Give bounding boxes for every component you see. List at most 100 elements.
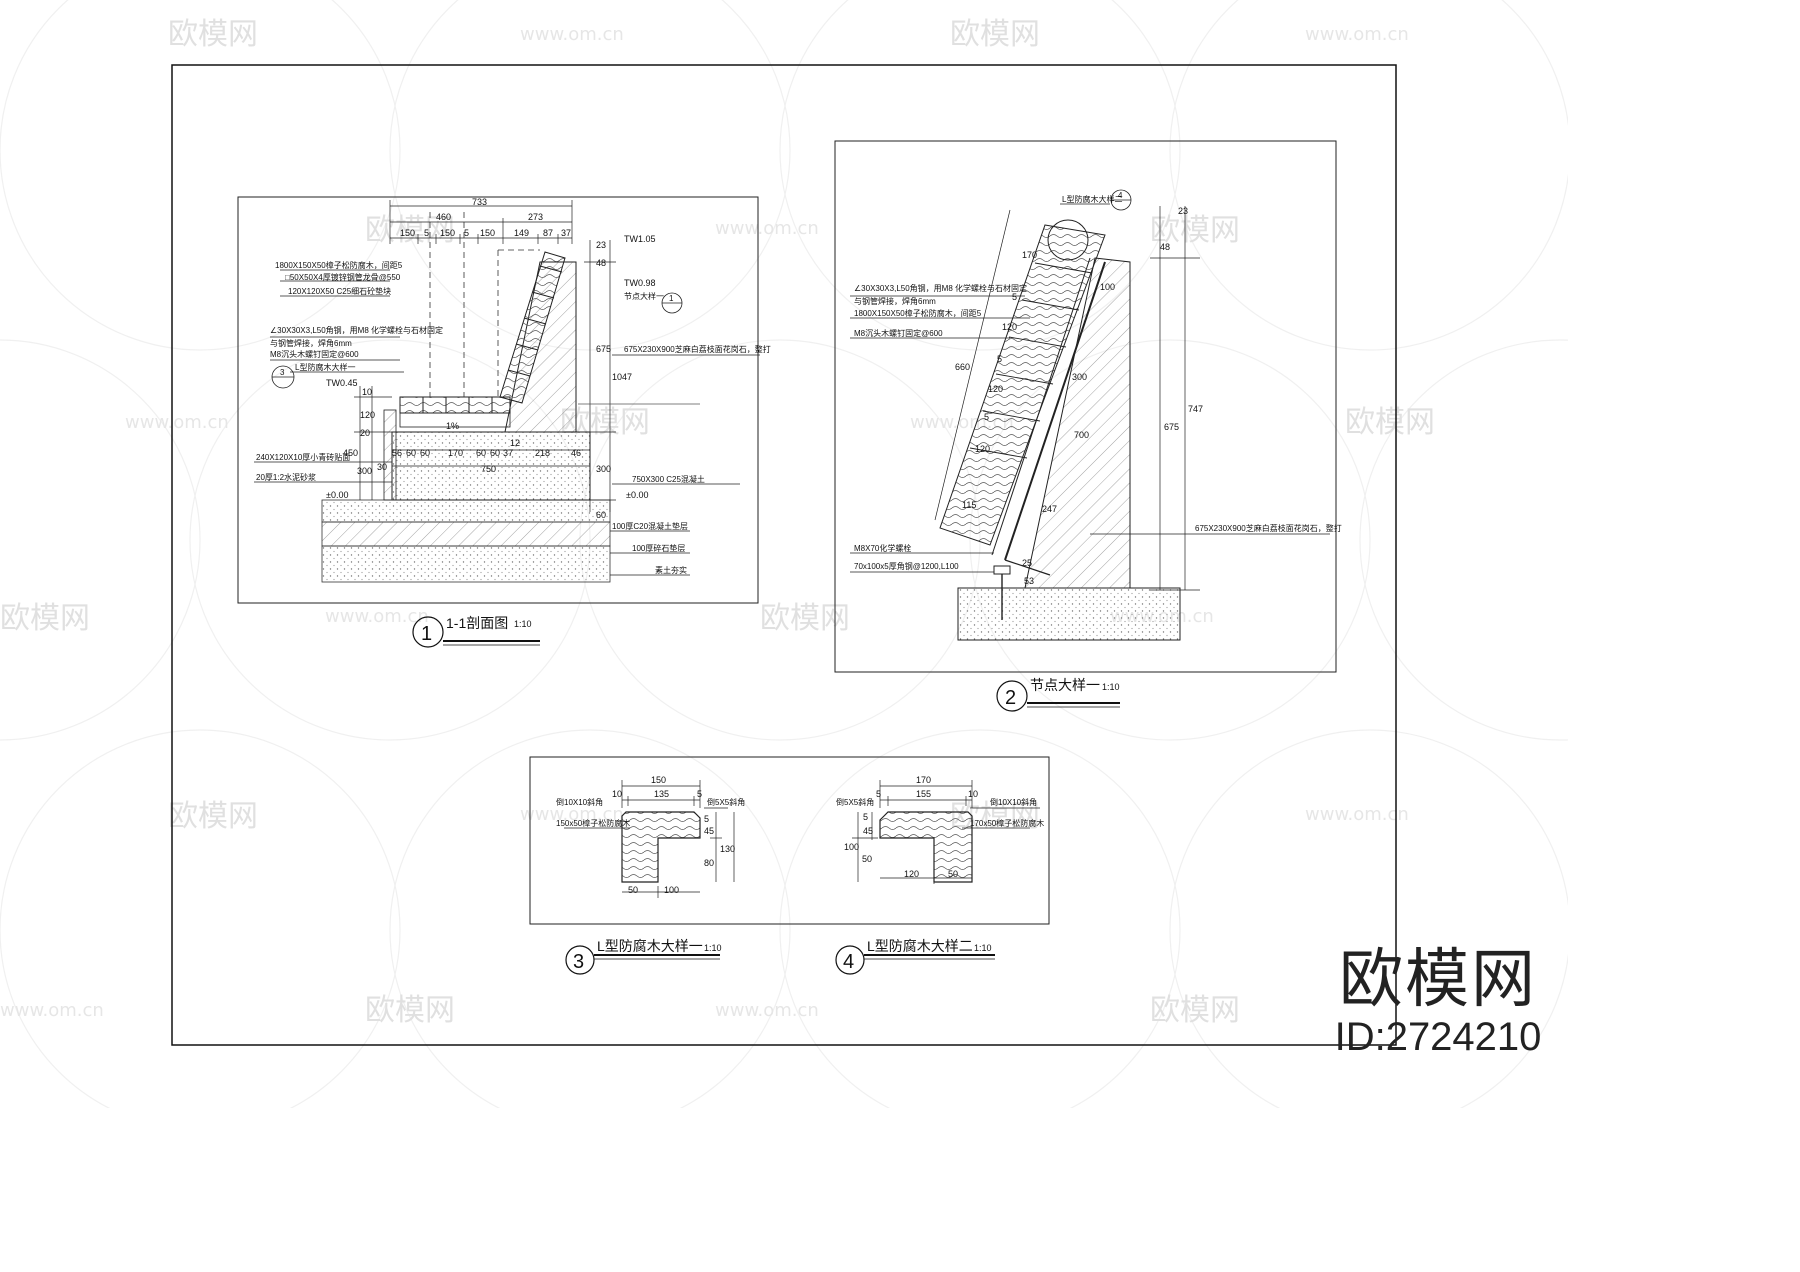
dim-label: 12 <box>510 438 520 448</box>
note-label: 240X120X10厚小青砖贴面 <box>256 452 350 462</box>
dim-label: 5 <box>863 812 868 822</box>
watermark-logo: 欧模网 <box>365 993 455 1028</box>
dim-label: 80 <box>704 858 714 868</box>
detail-2-annotations: 23 48 170 5 120 5 120 5 120 115 660 100 … <box>854 191 1342 709</box>
watermark-url: www.om.cn <box>1305 804 1409 825</box>
dim-label: 150 <box>651 775 666 785</box>
watermark-logo: 欧模网 <box>365 213 455 248</box>
dim-label: 273 <box>528 212 543 222</box>
note-label: 750X300 C25混凝土 <box>632 474 705 484</box>
dim-label: 150 <box>400 228 415 238</box>
section-1-annotations: 733 460 273 150 5 150 5 150 149 87 37 23… <box>256 197 771 645</box>
dim-label: 23 <box>596 240 606 250</box>
level-mark: TW0.45 <box>326 378 358 388</box>
brand-id: ID:2724210 <box>1334 1015 1542 1059</box>
note-label: 倒10X10斜角 <box>556 797 603 807</box>
dim-label: 60 <box>476 448 486 458</box>
dim-label: 10 <box>968 789 978 799</box>
note-label: 倒10X10斜角 <box>990 797 1037 807</box>
dim-label: 675 <box>1164 422 1179 432</box>
dim-label: 170 <box>1022 250 1037 260</box>
brand-watermark: 欧模网 ID:2724210 <box>1318 945 1558 1059</box>
watermark-url: www.om.cn <box>0 1000 104 1021</box>
dim-label: 48 <box>1160 242 1170 252</box>
dim-label: 25 <box>1022 558 1032 568</box>
dim-label: 300 <box>596 464 611 474</box>
dim-label: 5 <box>704 814 709 824</box>
note-label: M8X70化学螺栓 <box>854 543 911 553</box>
dim-label: 5 <box>876 789 881 799</box>
note-label: L型防腐木大样一 <box>295 362 355 372</box>
level-mark: ±0.00 <box>626 490 648 500</box>
dim-label: 135 <box>654 789 669 799</box>
dim-label: 300 <box>1072 372 1087 382</box>
detail-3-4-annotations: 150 10 135 5 45 5 80 130 50 100 倒10X10斜角… <box>556 775 1044 973</box>
view-title: L型防腐木大样一 <box>597 938 703 954</box>
view-number: 1 <box>421 623 432 645</box>
dim-label: 45 <box>704 826 714 836</box>
watermark-logo: 欧模网 <box>1150 213 1240 248</box>
view-scale: 1:10 <box>704 943 722 953</box>
watermark-logo: 欧模网 <box>0 601 90 636</box>
level-mark: TW0.98 <box>624 278 656 288</box>
note-label: 170x50樟子松防腐木 <box>970 818 1044 828</box>
dim-label: 60 <box>420 448 430 458</box>
dim-label: 20 <box>360 428 370 438</box>
dim-label: 149 <box>514 228 529 238</box>
watermark-logo: 欧模网 <box>760 601 850 636</box>
dim-label: 120 <box>988 384 1003 394</box>
watermark-url: www.om.cn <box>520 24 624 45</box>
note-label: 倒5X5斜角 <box>836 797 874 807</box>
dim-label: 700 <box>1074 430 1089 440</box>
dim-label: 10 <box>612 789 622 799</box>
view-number: 2 <box>1005 687 1016 709</box>
dim-label: 170 <box>448 448 463 458</box>
watermark-logo: 欧模网 <box>1150 993 1240 1028</box>
dim-label: 10 <box>362 387 372 397</box>
watermark-layer: 欧模网 www.om.cn 欧模网 www.om.cn 欧模网 www.om.c… <box>0 0 1568 1108</box>
watermark-url: www.om.cn <box>715 218 819 239</box>
dim-label: 1% <box>446 421 459 431</box>
dim-label: 750 <box>481 464 496 474</box>
note-label: 675X230X900芝麻白荔枝面花岗石，整打 <box>624 344 771 354</box>
drawing-frame <box>171 64 1397 1046</box>
dim-label: 450 <box>343 448 358 458</box>
watermark-url: www.om.cn <box>325 606 429 627</box>
note-label: ∠30X30X3,L50角钢，用M8 化学螺栓与石材固定 <box>270 325 443 335</box>
watermark-logo: 欧模网 <box>950 17 1040 52</box>
dim-label: 50 <box>948 869 958 879</box>
dim-label: 100 <box>664 885 679 895</box>
dim-label: 46 <box>571 448 581 458</box>
watermark-logo: 欧模网 <box>168 17 258 52</box>
view-title: L型防腐木大样二 <box>867 938 973 954</box>
dim-label: 50 <box>628 885 638 895</box>
dim-label: 120 <box>1002 322 1017 332</box>
dim-label: 23 <box>1178 206 1188 216</box>
note-label: 节点大样一 <box>624 291 664 301</box>
dim-label: 460 <box>436 212 451 222</box>
dim-label: 218 <box>535 448 550 458</box>
watermark-url: www.om.cn <box>520 804 624 825</box>
dim-label: 5 <box>997 354 1002 364</box>
note-label: 70x100x5厚角钢@1200,L100 <box>854 561 959 571</box>
note-label: 675X230X900芝麻白荔枝面花岗石，整打 <box>1195 523 1342 533</box>
dim-label: 170 <box>916 775 931 785</box>
detail-3-4-drawing <box>529 756 1050 975</box>
view-scale: 1:10 <box>514 619 532 629</box>
dim-label: 53 <box>1024 576 1034 586</box>
note-label: 20厚1:2水泥砂浆 <box>256 472 316 482</box>
dim-label: 100 <box>844 842 859 852</box>
callout-number: 4 <box>1118 191 1123 200</box>
dim-label: 37 <box>503 448 513 458</box>
note-label: ∠30X30X3,L50角钢，用M8 化学螺栓与石材固定 <box>854 283 1027 293</box>
level-mark: ±0.00 <box>326 490 348 500</box>
dim-label: 660 <box>955 362 970 372</box>
dim-label: 5 <box>464 228 469 238</box>
watermark-url: www.om.cn <box>715 1000 819 1021</box>
dim-label: 56 <box>392 448 402 458</box>
note-label: 1800X150X50樟子松防腐木，间距5 <box>854 308 982 318</box>
callout-number: 1 <box>669 294 674 303</box>
note-label: 素土夯实 <box>655 565 687 575</box>
dim-label: 5 <box>697 789 702 799</box>
view-title: 1-1剖面图 <box>446 615 508 631</box>
